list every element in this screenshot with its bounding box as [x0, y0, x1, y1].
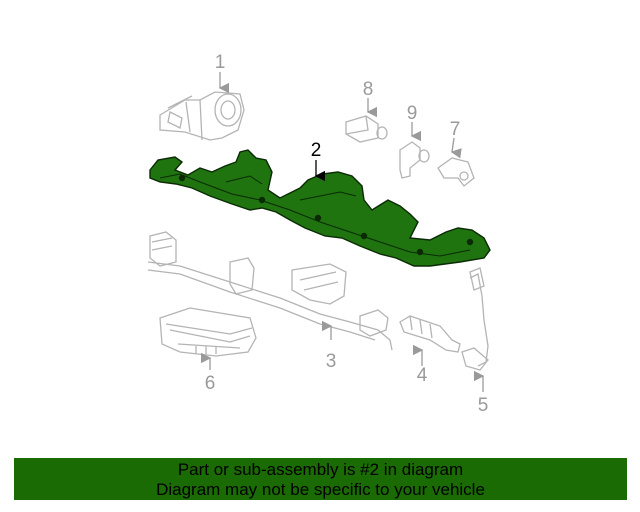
callout-8[interactable]: 8 — [362, 79, 374, 100]
callout-4[interactable]: 4 — [416, 365, 428, 386]
callout-6[interactable]: 6 — [204, 373, 216, 394]
part-3-harness[interactable] — [147, 231, 393, 351]
part-1-sensor[interactable] — [159, 72, 245, 141]
callout-3[interactable]: 3 — [325, 351, 337, 372]
part-6-module[interactable] — [159, 307, 257, 370]
part-2-bracket[interactable] — [149, 149, 491, 267]
callout-5[interactable]: 5 — [477, 395, 489, 416]
part-5-sensor[interactable] — [461, 267, 489, 392]
info-banner: Part or sub-assembly is #2 in diagram Di… — [14, 458, 627, 500]
banner-line-1: Part or sub-assembly is #2 in diagram — [177, 460, 464, 479]
part-9-sensor[interactable] — [399, 122, 430, 179]
part-8-sensor[interactable] — [345, 98, 388, 143]
callout-9[interactable]: 9 — [406, 103, 418, 124]
callout-2[interactable]: 2 — [310, 140, 322, 161]
banner-line-2: Diagram may not be specific to your vehi… — [156, 480, 485, 499]
part-7-sensor[interactable] — [437, 137, 475, 187]
callout-1[interactable]: 1 — [214, 52, 226, 73]
part-4-sensor[interactable] — [399, 315, 461, 366]
callout-7[interactable]: 7 — [449, 119, 461, 140]
